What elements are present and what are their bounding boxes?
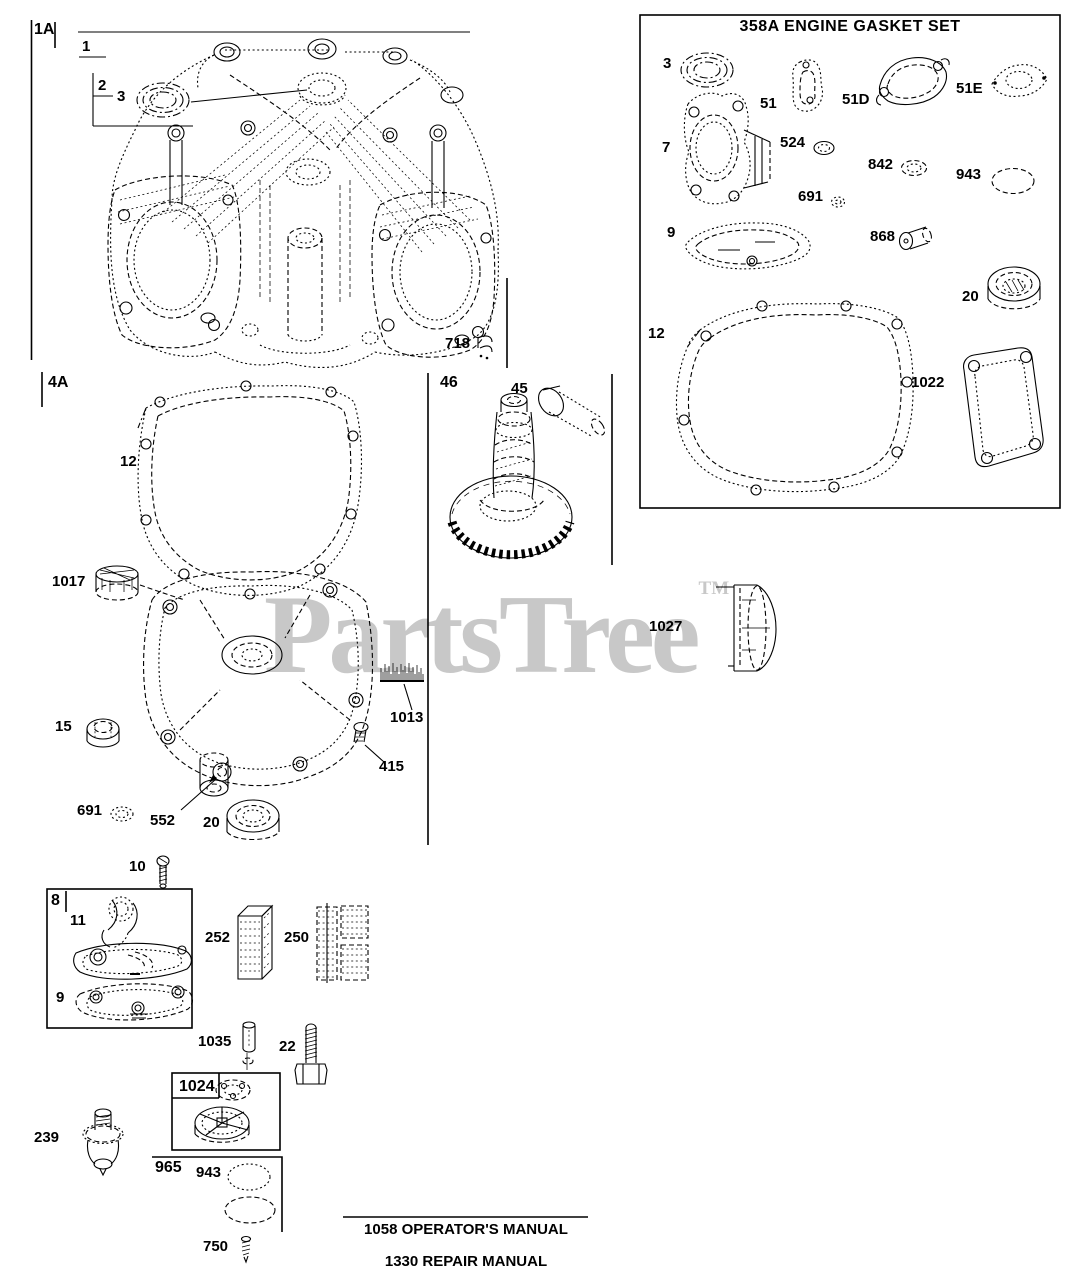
watermark-text: PartsTree (264, 573, 701, 697)
oil-pump-1024-drawing (194, 1079, 251, 1143)
callout-gasket-1022: 1022 (911, 374, 945, 391)
callout-gasket-868: 868 (870, 228, 896, 245)
part-22-bolt-drawing (294, 1023, 328, 1085)
callout-gasket-51e: 51E (956, 80, 983, 97)
callout-lines-1a (78, 31, 470, 127)
callout-45: 45 (511, 380, 528, 397)
callout-gasket-524: 524 (780, 134, 806, 151)
callout-15: 15 (55, 718, 72, 735)
callout-gasket-842: 842 (868, 156, 894, 173)
callout-gasket-12: 12 (648, 325, 665, 342)
section-label-4a: 4A (48, 374, 69, 391)
section-label-8: 8 (51, 892, 60, 909)
part-1035-drawing (242, 1021, 256, 1070)
part-1027-drawing (716, 584, 777, 672)
part-552-drawing (180, 762, 232, 811)
part-15-drawing (86, 718, 120, 748)
watermark-tm: TM (698, 578, 730, 599)
part-20-drawing (226, 799, 280, 841)
section-label-1024: 1024 (179, 1078, 215, 1095)
callout-943b: 943 (196, 1164, 222, 1181)
callout-gasket-51d: 51D (842, 91, 870, 108)
callout-250: 250 (284, 929, 310, 946)
part-239-drawing (82, 1108, 124, 1177)
callout-22: 22 (279, 1038, 296, 1055)
part-250-spring-drawing (316, 903, 369, 983)
crankcase-gasket-12-drawing (137, 380, 363, 600)
callout-718: 718 (445, 335, 471, 352)
callout-415: 415 (379, 758, 405, 775)
callout-9: 9 (56, 989, 65, 1006)
section-label-965: 965 (155, 1159, 182, 1176)
callout-1013: 1013 (390, 709, 424, 726)
callout-20: 20 (203, 814, 220, 831)
oring-943-drawing (224, 1163, 276, 1224)
callout-1: 1 (82, 38, 91, 55)
pickup-gasket-9-drawing (75, 983, 194, 1021)
crankcase-cover-drawing (139, 570, 374, 797)
callout-gasket-3: 3 (663, 55, 672, 72)
camshaft-drawing (447, 392, 575, 560)
part-1017-drawing (95, 565, 139, 601)
section-label-46: 46 (440, 374, 458, 391)
footer-operators-manual: 1058 OPERATOR'S MANUAL (364, 1221, 568, 1238)
oil-pickup-tube-drawing (73, 896, 192, 980)
callout-691: 691 (77, 802, 103, 819)
part-10-screw-drawing (156, 855, 170, 889)
footer-repair-manual: 1330 REPAIR MANUAL (384, 1253, 548, 1270)
engine-cylinder-block-drawing (107, 38, 499, 368)
callout-gasket-51: 51 (760, 95, 777, 112)
callout-1035: 1035 (198, 1033, 232, 1050)
part-718-drawing (477, 335, 493, 360)
part-415-drawing (353, 721, 385, 763)
callout-750: 750 (203, 1238, 229, 1255)
callout-239: 239 (34, 1129, 60, 1146)
callout-gasket-9: 9 (667, 224, 676, 241)
callout-1027: 1027 (649, 618, 683, 635)
callout-gasket-20: 20 (962, 288, 979, 305)
part-45-drawing (537, 385, 606, 438)
part-691-drawing (110, 806, 134, 822)
callout-gasket-691: 691 (798, 188, 824, 205)
part-750-drawing (240, 1235, 252, 1264)
gasket-set-drawings (675, 52, 1048, 496)
callout-11: 11 (70, 912, 86, 929)
callout-252: 252 (205, 929, 231, 946)
callout-gasket-943: 943 (956, 166, 982, 183)
callout-2: 2 (98, 77, 107, 94)
part-1013-drawing (380, 663, 424, 711)
callout-10: 10 (129, 858, 146, 875)
callout-1017: 1017 (52, 573, 86, 590)
callout-gasket-7: 7 (662, 139, 671, 156)
section-label-1a: 1A (34, 21, 55, 38)
part-252-filter-drawing (237, 904, 274, 980)
gasket-set-title: 358A ENGINE GASKET SET (739, 18, 961, 35)
callout-552: 552 (150, 812, 176, 829)
callout-3: 3 (117, 88, 126, 105)
section-borders (30, 14, 1061, 1232)
callout-12: 12 (120, 453, 137, 470)
